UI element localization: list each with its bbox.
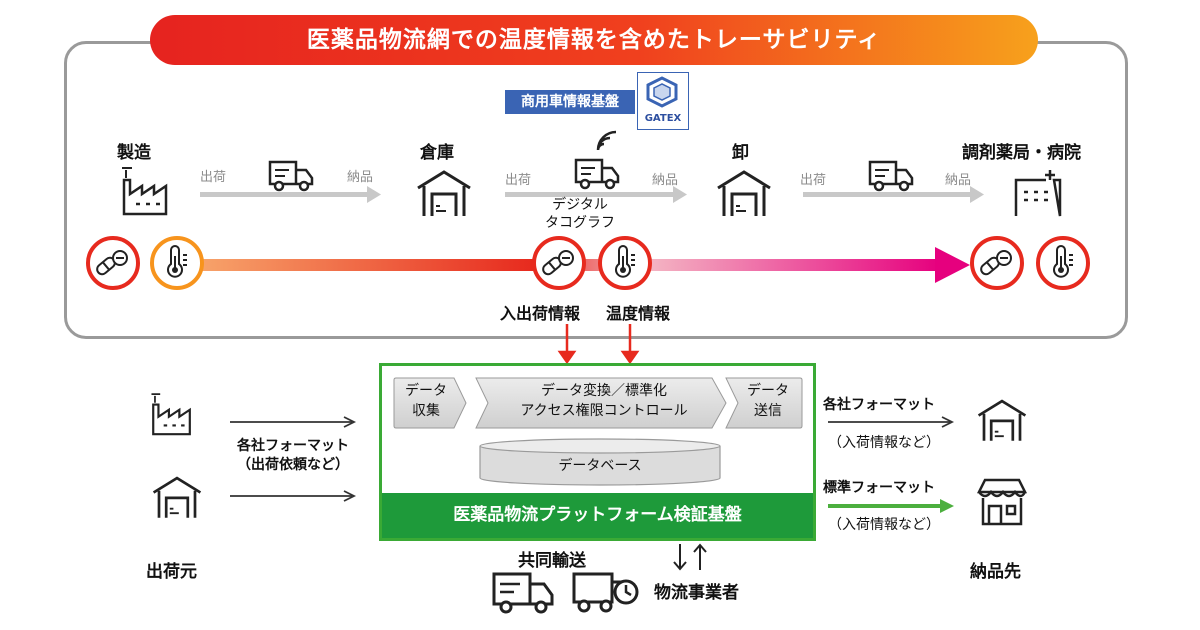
delivery-truck-clock-icon [572, 572, 639, 613]
factory-icon [151, 393, 191, 436]
thermometer-icon [167, 245, 187, 278]
warehouse-icon [152, 476, 202, 518]
medicine-circle [970, 236, 1024, 290]
factory-icon [122, 167, 168, 216]
gatex-logo-icon [646, 76, 678, 108]
data-convert-line1: データ変換／標準化 [541, 383, 667, 399]
station-pharmacy: 調剤薬局・病院 [962, 143, 1081, 163]
data-convert-line2: アクセス権限コントロール [520, 403, 688, 419]
ship-label-1: 出荷 [200, 170, 227, 185]
right-format1-label: 各社フォーマット [823, 397, 935, 413]
data-collect-line2: 収集 [412, 403, 440, 419]
station-wholesale: 卸 [732, 143, 749, 163]
medicine-icon [542, 250, 574, 276]
right-format1-note: （入荷情報など） [828, 435, 940, 451]
standard-output-arrow [828, 499, 954, 513]
deliver-label-2: 納品 [652, 173, 679, 188]
station-warehouse: 倉庫 [420, 143, 454, 163]
database-label: データベース [558, 458, 642, 474]
traceability-flow-arrow [200, 247, 970, 283]
medicine-circle [86, 236, 140, 290]
digital-tachograph-line1: デジタル [552, 197, 608, 213]
truck-icon [492, 572, 554, 614]
thermometer-circle [598, 236, 652, 290]
ship-label-3: 出荷 [800, 173, 827, 188]
delivery-destination-label: 納品先 [970, 562, 1021, 582]
left-input-arrows [230, 416, 357, 502]
gatex-logo-text: GATEX [644, 113, 682, 124]
right-output-arrow [828, 416, 955, 428]
thermometer-circle [150, 236, 204, 290]
data-send-line2: 送信 [754, 403, 782, 419]
right-format2-note: （入荷情報など） [828, 517, 940, 533]
data-send-line1: データ [747, 383, 789, 399]
database-icon [479, 438, 721, 486]
ship-label-2: 出荷 [505, 173, 532, 188]
temp-info-label: 温度情報 [606, 304, 671, 323]
digital-tachograph-label: デジタル タコグラフ [530, 196, 630, 232]
hospital-icon [1014, 170, 1062, 217]
deliver-label-1: 納品 [347, 170, 374, 185]
gatex-label: 商用車情報基盤 [505, 90, 635, 114]
digital-tachograph-line2: タコグラフ [545, 215, 615, 231]
thermometer-circle [1036, 236, 1090, 290]
deliver-label-3: 納品 [945, 173, 972, 188]
warehouse-icon [417, 170, 471, 216]
left-format-note: （出荷依頼など） [237, 457, 349, 473]
thermometer-icon [615, 245, 635, 278]
thermometer-icon [1053, 245, 1073, 278]
gatex-logo [637, 72, 689, 130]
platform-name: 医薬品物流プラットフォーム検証基盤 [382, 493, 813, 538]
grey-flow-arrows [200, 186, 984, 203]
io-info-label: 入出荷情報 [500, 304, 581, 323]
medicine-circle [532, 236, 586, 290]
truck-icon [268, 160, 314, 192]
station-manufacture: 製造 [117, 143, 151, 163]
data-input-arrows [557, 324, 640, 364]
shipping-origin-label: 出荷元 [146, 562, 197, 582]
medicine-icon [980, 250, 1012, 276]
truck-icon [868, 160, 914, 192]
data-send-step: データ 送信 [738, 381, 798, 421]
diagram-title: 医薬品物流網での温度情報を含めたトレーサビリティ [150, 15, 1038, 65]
medicine-icon [96, 250, 128, 276]
store-icon [976, 478, 1028, 526]
bidirectional-arrows [673, 543, 707, 571]
warehouse-icon [977, 399, 1027, 441]
left-format-label: 各社フォーマット （出荷依頼など） [226, 437, 360, 475]
data-collect-line1: データ [405, 383, 447, 399]
right-format2-label: 標準フォーマット [823, 480, 935, 496]
left-format-text: 各社フォーマット [237, 438, 349, 454]
carriers-label: 物流事業者 [654, 583, 739, 603]
data-collect-step: データ 収集 [394, 381, 458, 421]
wholesale-warehouse-icon [717, 170, 771, 216]
truck-icon [574, 158, 620, 190]
data-convert-step: データ変換／標準化 アクセス権限コントロール [488, 381, 720, 421]
wireless-signal-icon [596, 130, 617, 151]
platform-process-shapes [393, 377, 803, 429]
joint-transport-label: 共同輸送 [518, 551, 586, 571]
